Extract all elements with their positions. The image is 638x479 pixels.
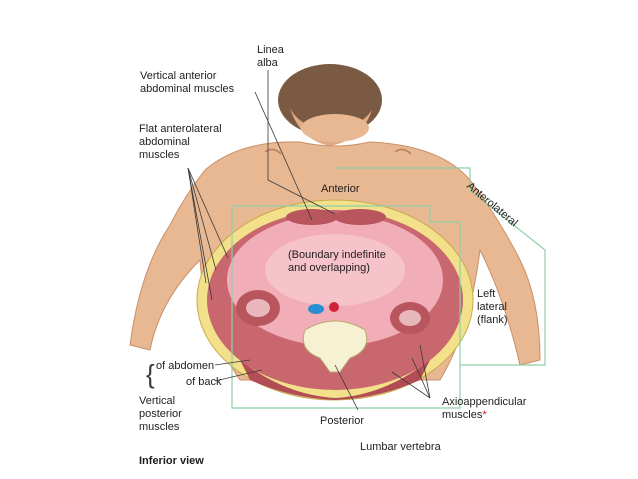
vena-cava-icon — [308, 304, 324, 314]
label-flat-anterolateral-muscles: Flat anterolateral abdominal muscles — [139, 123, 222, 162]
label-vertical-posterior-muscles: Vertical posterior muscles — [139, 395, 182, 434]
label-anterior: Anterior — [321, 183, 360, 196]
brace-icon: { — [146, 360, 155, 388]
label-of-back: of back — [186, 376, 221, 389]
label-linea-alba: Linea alba — [257, 44, 284, 70]
label-of-abdomen: of abdomen — [156, 360, 214, 373]
label-inferior-view: Inferior view — [139, 455, 204, 468]
label-lumbar-vertebra: Lumbar vertebra — [360, 441, 441, 454]
label-vertical-anterior-muscles: Vertical anterior abdominal muscles — [140, 70, 234, 96]
label-left-lateral-flank: Left lateral (flank) — [477, 288, 508, 327]
asterisk-mark: * — [482, 409, 486, 421]
label-axioappendicular-muscles: Axioappendicular muscles* — [442, 396, 526, 422]
label-posterior: Posterior — [320, 415, 364, 428]
label-boundary-indefinite: (Boundary indefinite and overlapping) — [288, 249, 386, 275]
cross-section — [197, 200, 473, 400]
head — [278, 64, 382, 146]
aorta-icon — [329, 302, 339, 312]
